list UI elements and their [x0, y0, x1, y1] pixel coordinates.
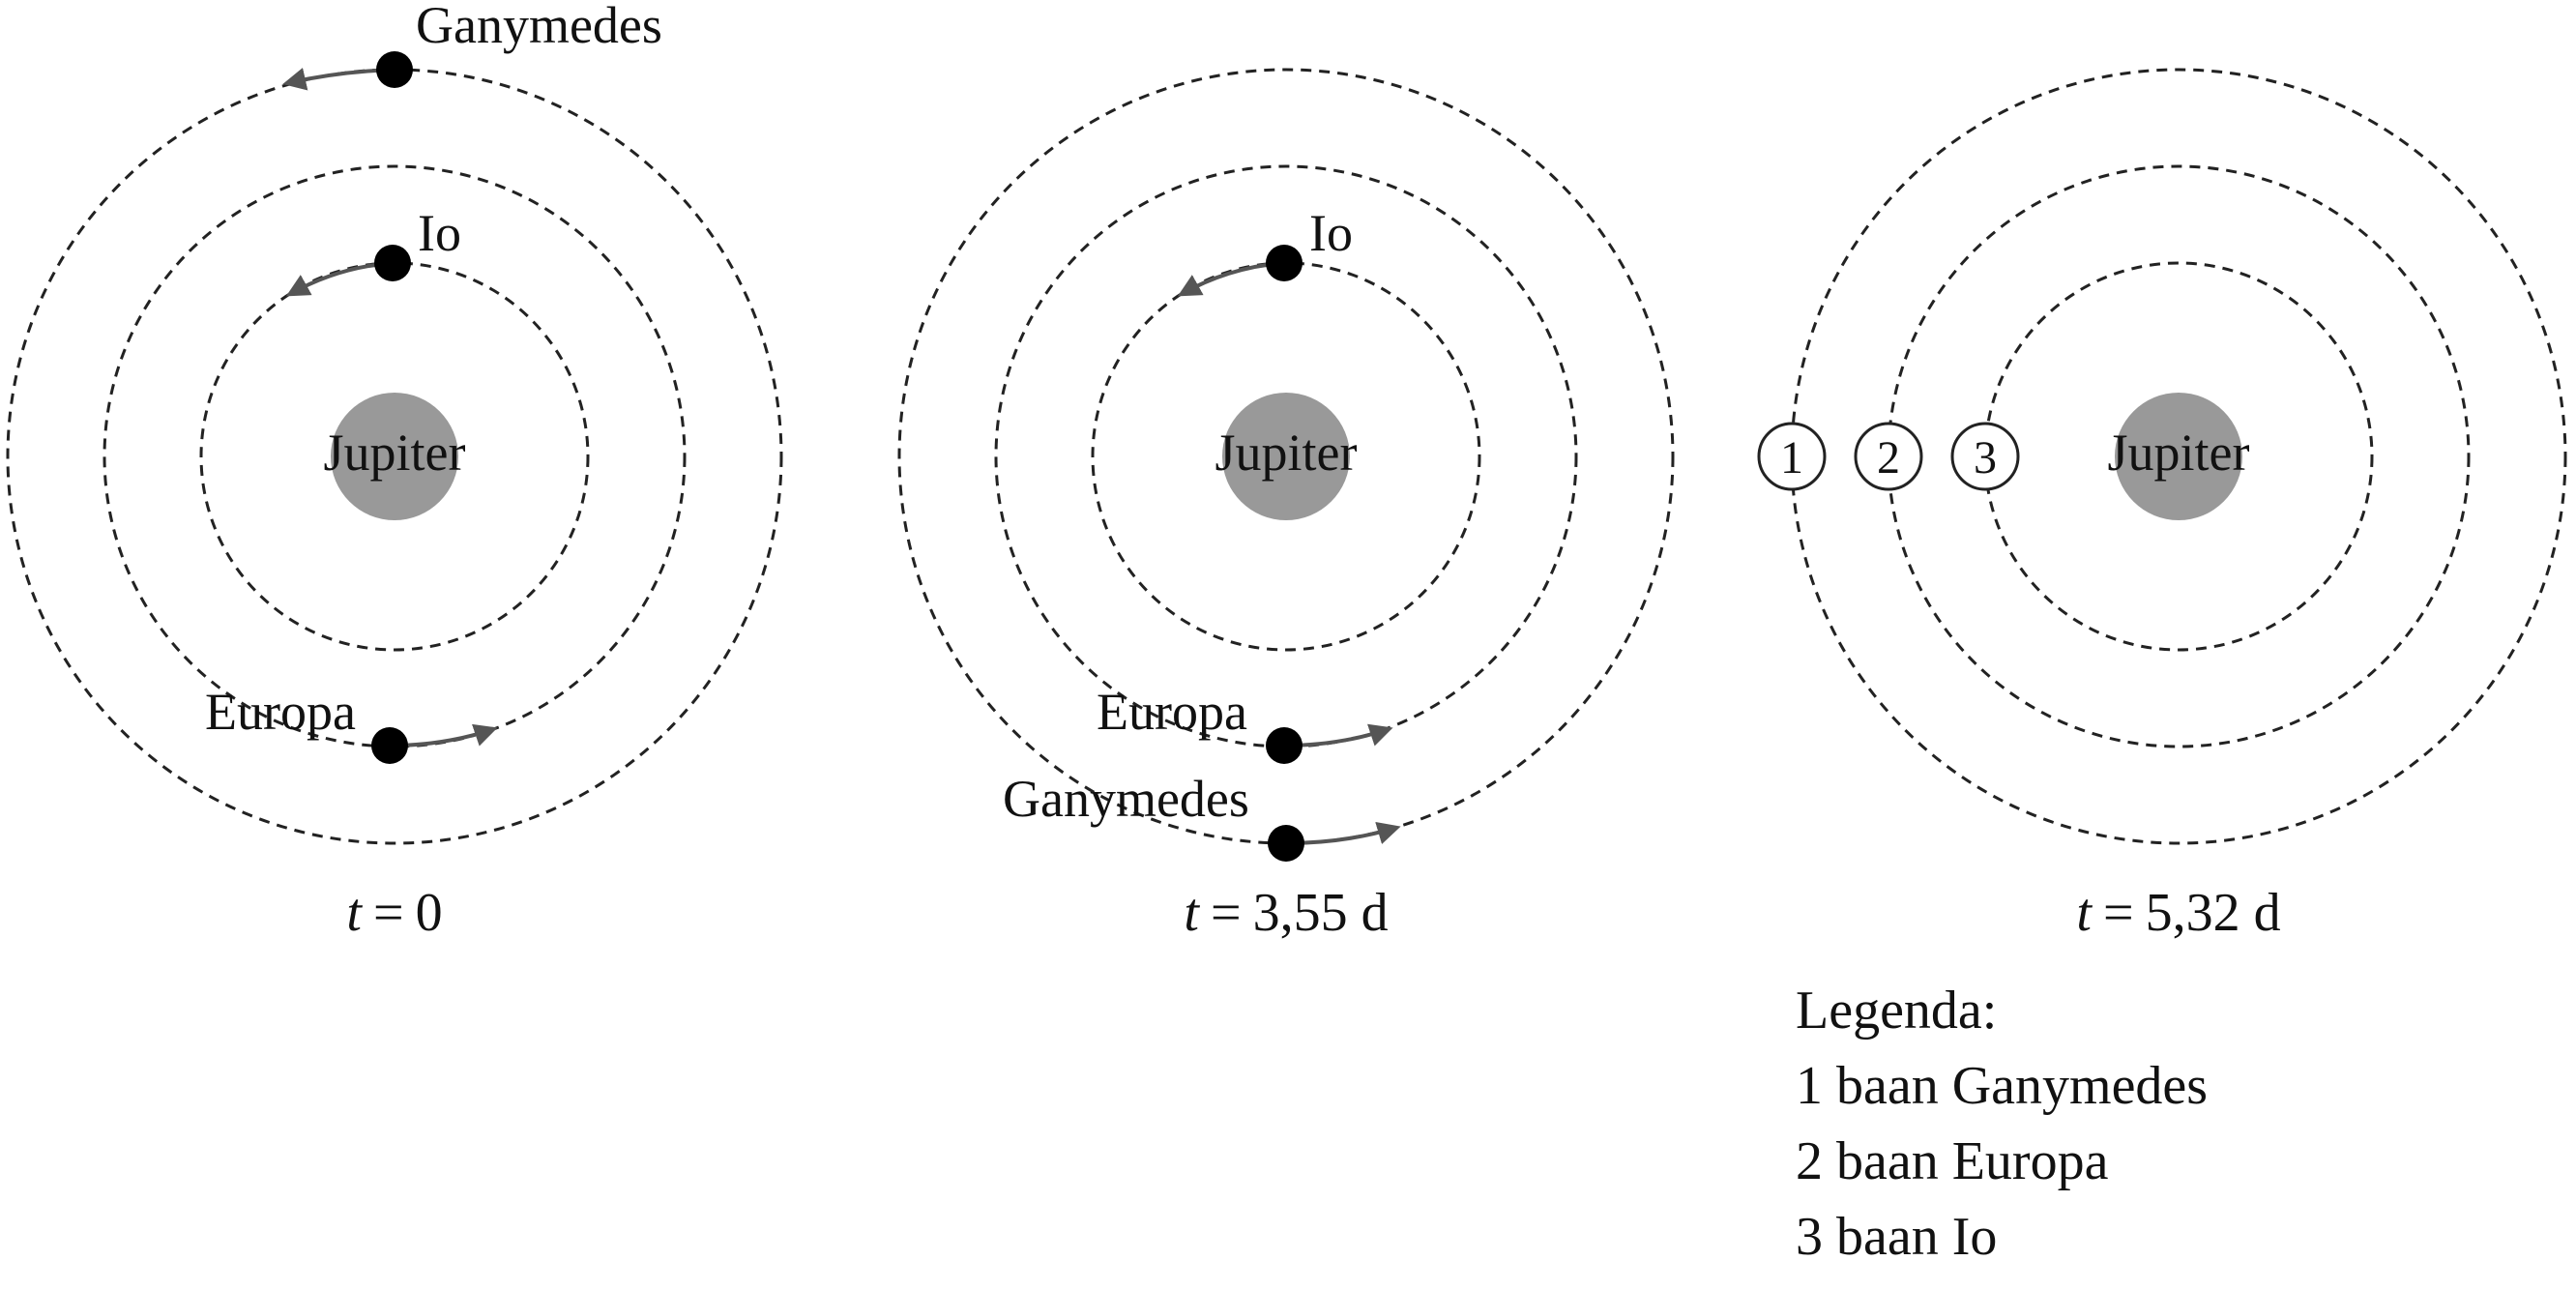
orbit-marker-io [1950, 422, 2020, 491]
time-value: 0 [416, 883, 443, 943]
europa-orbit [994, 164, 1578, 748]
time-value: 5,32 d [2146, 883, 2281, 943]
time-symbol: t [346, 883, 363, 943]
io-moon [374, 245, 411, 281]
legend-item-ganymedes: 1 baan Ganymedes [1796, 1056, 2208, 1116]
jupiter-planet [1222, 393, 1350, 520]
time-label: t=0 [346, 883, 442, 943]
panel-t532: Jupiter 1 2 3 t=5,32 d [1757, 68, 2567, 943]
equals-sign: = [1211, 883, 1242, 943]
legend: Legenda: 1 baan Ganymedes 2 baan Europa … [1796, 981, 2208, 1267]
europa-orbit [102, 164, 687, 748]
ganymedes-label: Ganymedes [416, 0, 662, 54]
planet-label: Jupiter [324, 424, 466, 482]
marker-label-1: 1 [1780, 432, 1803, 484]
time-symbol: t [2076, 883, 2093, 943]
io-orbit [1091, 261, 1481, 652]
jupiter-planet [2115, 393, 2242, 520]
panel-t355: Jupiter Io Europa Ganymedes t=3,55 d [897, 68, 1675, 943]
panel-t0: Jupiter Ganymedes Io Europa t=0 [6, 0, 783, 943]
ganymedes-moon [1268, 825, 1304, 862]
ganymedes-label: Ganymedes [1003, 770, 1249, 828]
legend-item-io: 3 baan Io [1796, 1207, 1997, 1267]
legend-item-europa: 2 baan Europa [1796, 1131, 2109, 1191]
io-orbit [199, 261, 590, 652]
equals-sign: = [373, 883, 404, 943]
time-symbol: t [1184, 883, 1200, 943]
marker-label-2: 2 [1877, 432, 1900, 484]
time-label: t=3,55 d [1184, 883, 1388, 943]
europa-moon [1266, 727, 1303, 764]
planet-label: Jupiter [1215, 424, 1358, 482]
planet-label: Jupiter [2108, 424, 2250, 482]
time-value: 3,55 d [1253, 883, 1389, 943]
jupiter-planet [331, 393, 458, 520]
orbit-marker-ganymedes [1757, 422, 1827, 491]
europa-label: Europa [1097, 683, 1247, 741]
legend-title: Legenda: [1796, 981, 1997, 1041]
europa-label: Europa [205, 683, 356, 741]
io-label: Io [1309, 204, 1353, 262]
ganymedes-moon [376, 51, 413, 88]
europa-orbit [1887, 164, 2471, 748]
marker-label-3: 3 [1974, 432, 1997, 484]
time-label: t=5,32 d [2076, 883, 2280, 943]
io-moon [1266, 245, 1303, 281]
equals-sign: = [2103, 883, 2134, 943]
europa-moon [371, 727, 408, 764]
io-label: Io [418, 204, 461, 262]
orbit-marker-europa [1854, 422, 1923, 491]
